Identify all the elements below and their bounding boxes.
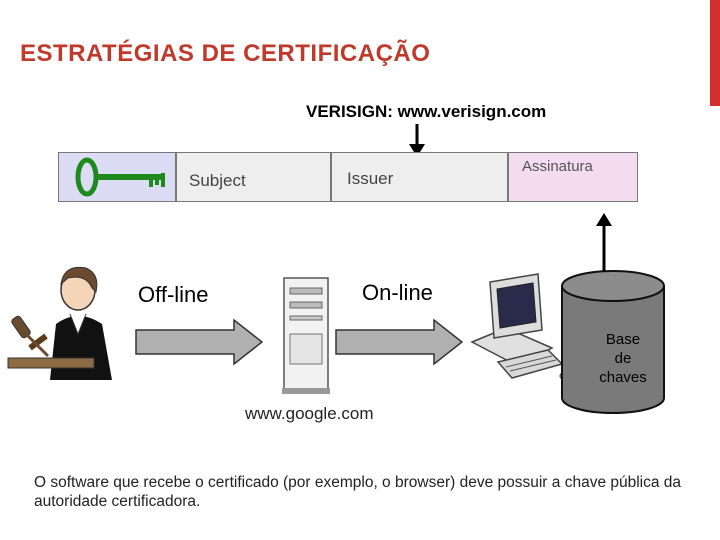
offline-label: Off-line bbox=[138, 282, 209, 307]
accent-bar bbox=[710, 0, 720, 106]
key-icon bbox=[75, 157, 165, 197]
certificate-key-cell bbox=[58, 152, 176, 202]
database-label: Base de chaves bbox=[592, 330, 654, 387]
issuer-label: Issuer bbox=[347, 169, 394, 188]
slide-title: ESTRATÉGIAS DE CERTIFICAÇÃO bbox=[20, 40, 431, 67]
server-caption: www.google.com bbox=[245, 404, 374, 423]
signature-label: Assinatura bbox=[522, 158, 593, 175]
database-label-line: Base bbox=[605, 331, 641, 348]
down-arrow-icon bbox=[409, 124, 425, 157]
certificate-issuer-cell: Issuer bbox=[331, 152, 508, 202]
footer-text: O software que recebe o certificado (por… bbox=[34, 474, 682, 510]
server-icon bbox=[282, 277, 330, 394]
computer-icon bbox=[470, 273, 573, 381]
verisign-label: VERISIGN: www.verisign.com bbox=[306, 102, 547, 121]
online-label: On-line bbox=[362, 280, 433, 305]
certificate-subject-cell: Subject bbox=[176, 152, 331, 202]
online-arrow-icon bbox=[335, 318, 464, 366]
certificate-signature-cell: Assinatura bbox=[508, 152, 638, 202]
judge-illustration bbox=[7, 266, 112, 380]
database-label-line: chaves bbox=[599, 369, 647, 386]
database-icon bbox=[561, 270, 665, 414]
subject-label: Subject bbox=[189, 171, 246, 190]
offline-arrow-icon bbox=[135, 318, 264, 366]
database-label-line: de bbox=[614, 350, 632, 367]
up-arrow-icon bbox=[596, 213, 612, 272]
